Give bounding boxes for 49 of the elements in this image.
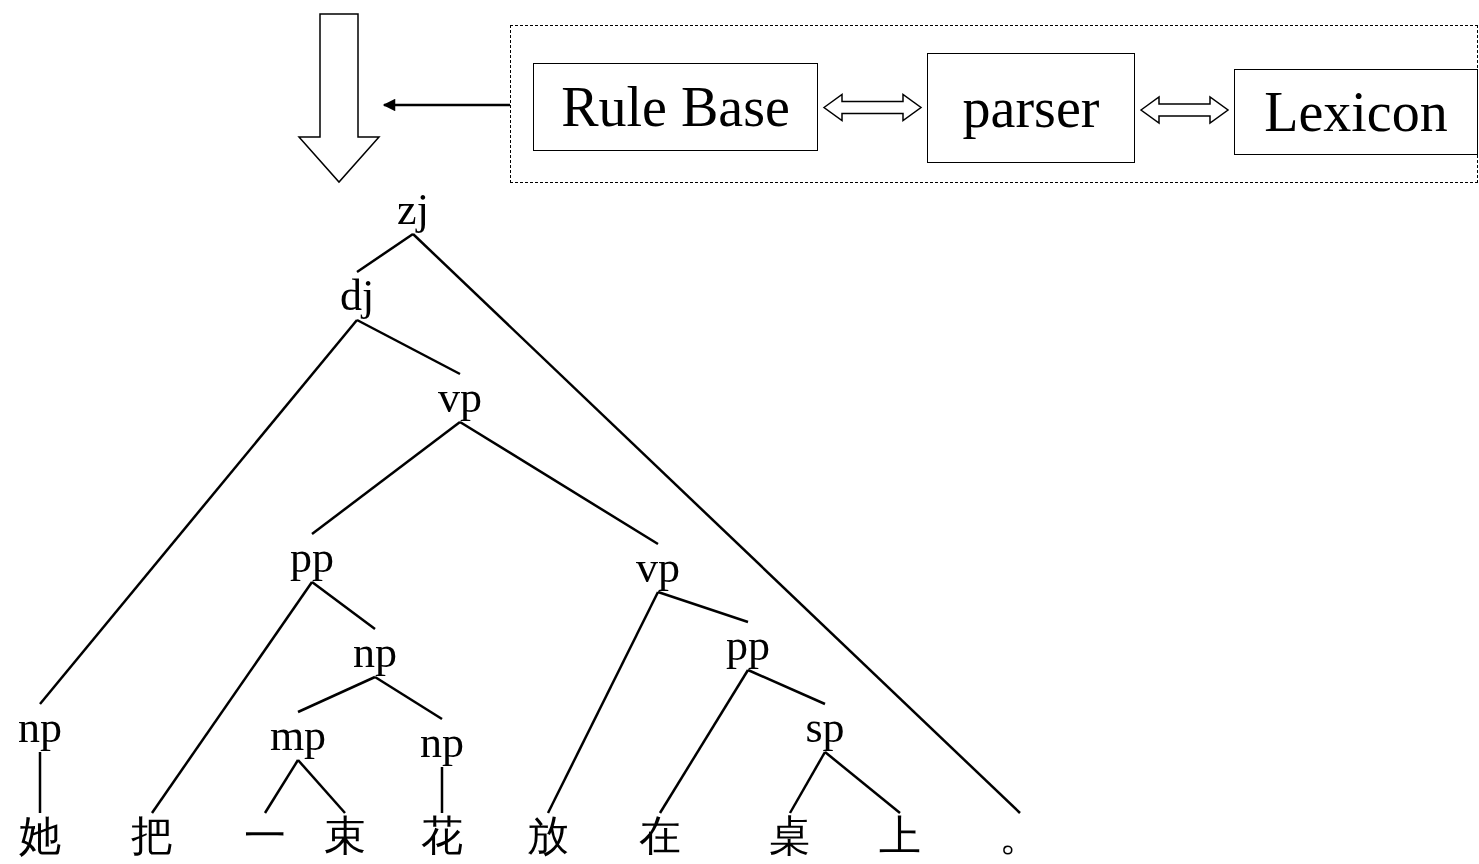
phrase-tag: np <box>419 721 465 765</box>
tree-branch <box>356 232 414 274</box>
tree-branch <box>311 581 376 630</box>
dashed-group-frame <box>510 25 1478 183</box>
tree-branch <box>459 420 659 546</box>
chinese-word: 放 <box>526 815 570 857</box>
tree-branch <box>440 767 444 813</box>
chinese-word: 她 <box>18 815 62 857</box>
tree-branch <box>747 668 826 706</box>
tree-branch <box>297 675 376 714</box>
chinese-word: 把 <box>130 815 174 857</box>
tree-branch <box>788 751 827 814</box>
chinese-word: 一 <box>243 815 287 857</box>
chinese-word: 。 <box>998 815 1042 857</box>
arrow <box>382 98 510 112</box>
chinese-word: 花 <box>420 815 464 857</box>
phrase-tag: pp <box>289 536 335 580</box>
phrase-tag: mp <box>268 714 328 758</box>
phrase-tag: vp <box>635 546 681 590</box>
phrase-tag: np <box>352 631 398 675</box>
hollow-double-arrow <box>822 93 923 122</box>
tree-branch <box>38 752 42 813</box>
chinese-word: 上 <box>878 815 922 857</box>
tree-branch <box>297 759 346 814</box>
phrase-tag: pp <box>725 624 771 668</box>
phrase-tag: dj <box>338 274 376 318</box>
tree-branch <box>150 581 314 814</box>
tree-branch <box>658 669 750 814</box>
phrase-tag: zj <box>396 188 430 232</box>
tree-branch <box>824 751 901 814</box>
module-box: parser <box>927 53 1135 163</box>
phrase-tag: sp <box>804 706 846 750</box>
block-arrow <box>297 13 381 184</box>
tree-branch <box>657 590 749 624</box>
tree-branch <box>311 421 461 535</box>
phrase-tag: np <box>17 706 63 750</box>
tree-branch <box>356 318 461 376</box>
phrase-tag: vp <box>437 376 483 420</box>
chinese-word: 束 <box>323 815 367 857</box>
hollow-double-arrow <box>1139 95 1230 125</box>
tree-branch <box>263 759 300 814</box>
tree-branch <box>39 319 358 705</box>
tree-branch <box>546 591 660 814</box>
module-box: Lexicon <box>1234 69 1478 155</box>
tree-branch <box>374 675 443 721</box>
module-box: Rule Base <box>533 63 818 151</box>
chinese-word: 桌 <box>768 815 812 857</box>
chinese-word: 在 <box>638 815 682 857</box>
tree-branch <box>412 233 1021 814</box>
